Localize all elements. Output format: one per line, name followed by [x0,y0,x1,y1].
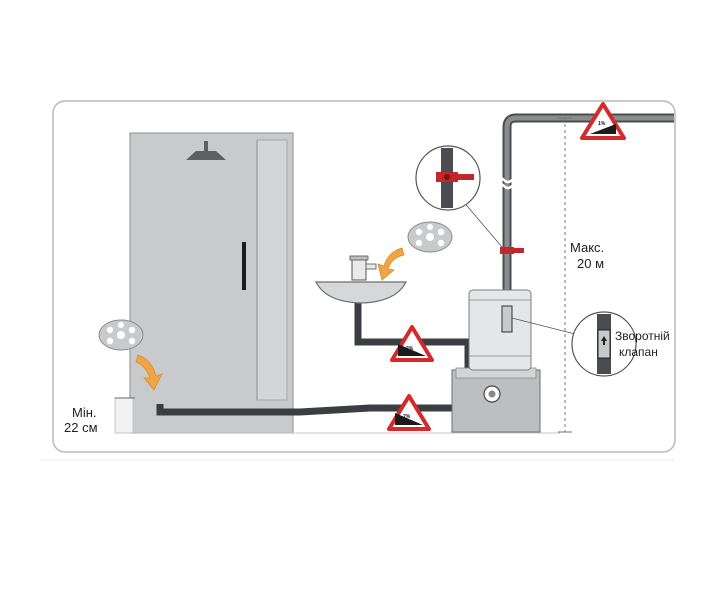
shower-drain-pipe [156,404,455,416]
wash-basin [315,255,407,304]
sink-flow-arrow-icon [377,247,405,281]
check-valve-label-line1: Зворотній [615,329,670,343]
riser-valve-icon [500,247,524,254]
slope-sink-value: 2% [406,346,414,352]
pump-unit [451,289,576,433]
shutoff-valve-icon [436,172,474,182]
min-height-label-line1: Мін. [72,405,97,420]
slope-warning-floor-icon: 2% [387,394,431,431]
faucet-icon [349,255,377,281]
max-height-label-line2: 20 м [577,256,604,271]
max-height-label-line1: Макс. [570,240,604,255]
slope-warning-top-icon: 1% [580,102,626,140]
min-height-label-line2: 22 см [64,420,98,435]
slope-warning-sink-icon: 2% [390,325,434,362]
pipe-break-mark [495,176,521,190]
shower-drain-grate-icon [98,319,144,351]
slope-floor-value: 2% [403,414,411,420]
shower-head-icon [186,141,226,160]
check-valve-callout [571,311,637,377]
check-valve-label-line2: клапан [619,345,658,359]
check-valve-icon [601,336,607,341]
slope-top-value: 1% [598,121,606,127]
sink-drain-grate-icon [407,221,453,253]
shower-flow-arrow-icon [135,354,163,391]
shower-platform [114,397,134,434]
valve-callout [415,145,503,248]
check-valve-body [501,305,513,333]
shower-door-handle [242,242,246,290]
